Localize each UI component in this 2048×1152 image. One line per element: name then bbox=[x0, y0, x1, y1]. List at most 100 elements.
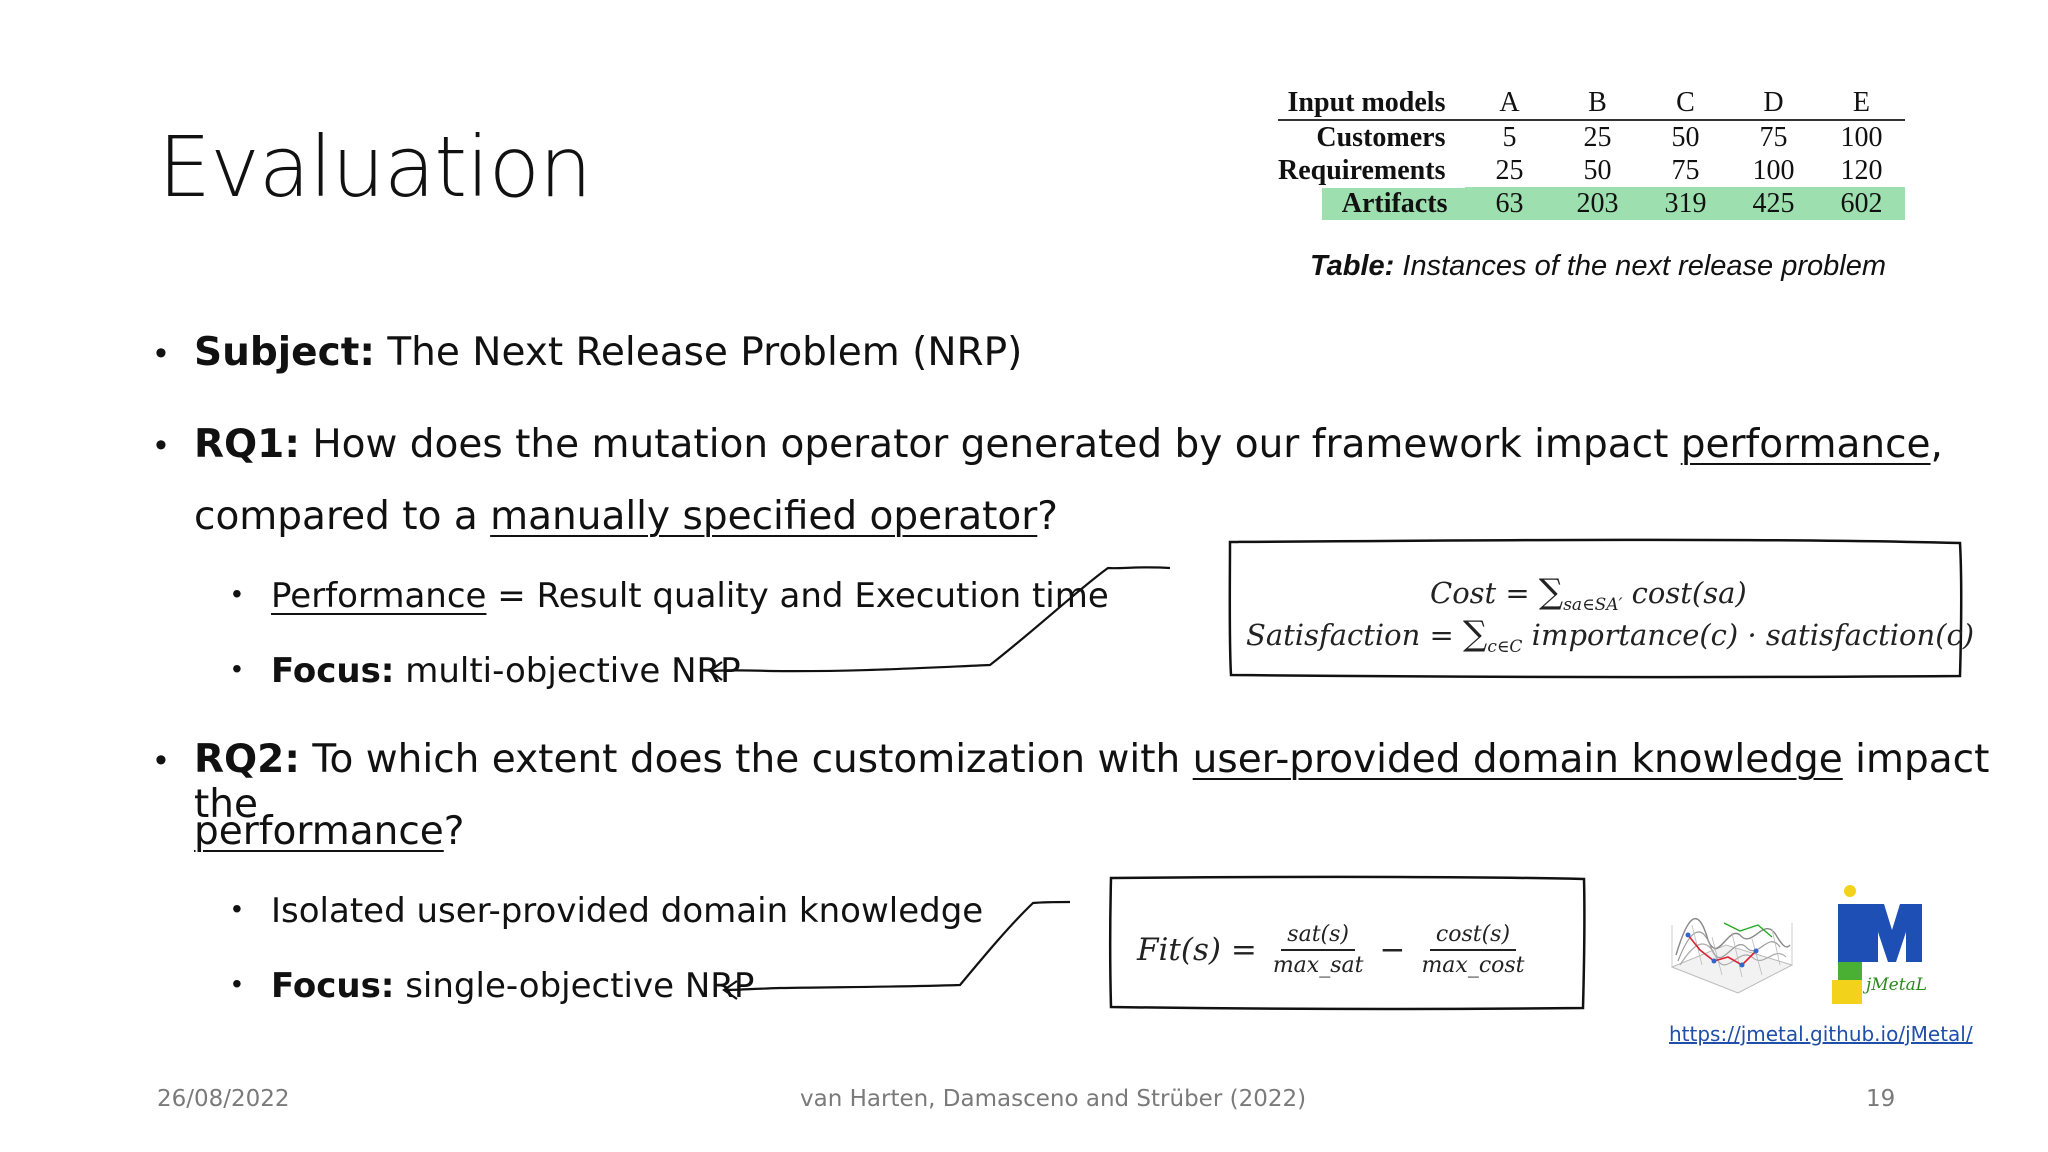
cost-subscript: sa∈SA′ bbox=[1563, 594, 1623, 615]
single-objective-formula-box bbox=[1109, 875, 1586, 1011]
cost-formula: Cost = ∑sa∈SA′ cost(sa) bbox=[1430, 572, 1747, 615]
focus-text: multi-objective NRP bbox=[394, 651, 741, 691]
arrow-to-single-objective bbox=[724, 900, 1071, 992]
bullet-rq2-line2: performance? bbox=[194, 809, 464, 854]
bullet-rq2-line1: RQ2: To which extent does the customizat… bbox=[194, 737, 2048, 827]
footer-page-number: 19 bbox=[1866, 1086, 1896, 1112]
table-cell: 425 bbox=[1729, 187, 1818, 220]
bullet-rq1-line2: compared to a manually specified operato… bbox=[194, 494, 1058, 539]
footer-authors: van Harten, Damasceno and Strüber (2022) bbox=[800, 1086, 1307, 1112]
sub-bullet-dot: • bbox=[232, 968, 242, 999]
rq2-text-cont: impact the bbox=[194, 737, 1990, 827]
satisfaction-formula: Satisfaction = ∑c∈C importance(c) · sati… bbox=[1246, 614, 1974, 657]
table-row: Customers 5 25 50 75 100 bbox=[1278, 120, 1905, 154]
table-cell: 25 bbox=[1495, 154, 1524, 186]
table-row-highlighted: Artifacts 63 203 319 425 602 bbox=[1278, 187, 1906, 220]
table-header-cell: E bbox=[1817, 86, 1906, 121]
rq2-text: To which extent does the customization w… bbox=[299, 737, 1193, 782]
table-cell: 100 bbox=[1752, 154, 1795, 186]
jmetal-logo-text: jMetaL bbox=[1862, 975, 1927, 995]
arrow-to-multi-objective bbox=[711, 566, 1171, 673]
table-row-label: Requirements bbox=[1278, 154, 1446, 186]
fraction-denominator: max_cost bbox=[1421, 953, 1525, 978]
fitness-formula: Fit(s) = sat(s) max_sat − cost(s) max_co… bbox=[1137, 922, 1531, 978]
table-header-cell: Input models bbox=[1278, 86, 1466, 121]
footer-date: 26/08/2022 bbox=[157, 1086, 290, 1112]
sub-bullet-dot: • bbox=[232, 653, 242, 684]
table-cell: 75 bbox=[1671, 154, 1700, 186]
jmetal-logo: jMetaL bbox=[1832, 885, 1927, 1004]
bullet-rq1-line1: RQ1: How does the mutation operator gene… bbox=[194, 422, 1943, 467]
rq2-sub-focus: Focus: single-objective NRP bbox=[271, 966, 754, 1006]
table-row-label: Artifacts bbox=[1321, 187, 1466, 220]
fraction-denominator: max_sat bbox=[1272, 953, 1364, 978]
sub-bullet-dot: • bbox=[232, 893, 242, 924]
table-cell: 50 bbox=[1583, 154, 1612, 186]
fitness-lhs: Fit(s) = bbox=[1137, 932, 1257, 968]
focus-label: Focus: bbox=[271, 966, 395, 1006]
rq1-performance-term: performance bbox=[1680, 422, 1931, 467]
rq2-performance-term: performance bbox=[194, 809, 444, 854]
fraction-sat: sat(s) max_sat bbox=[1267, 922, 1370, 978]
bullet-dot: • bbox=[155, 741, 167, 779]
arrowhead-icon bbox=[722, 980, 738, 1000]
table-cell: 203 bbox=[1553, 187, 1642, 220]
satisfaction-lhs: Satisfaction = bbox=[1246, 618, 1464, 652]
rq2-domain-knowledge-term: user-provided domain knowledge bbox=[1192, 737, 1843, 782]
table-row-label: Customers bbox=[1316, 121, 1446, 153]
cost-lhs: Cost = bbox=[1430, 576, 1539, 610]
performance-term: Performance bbox=[271, 576, 487, 616]
fraction-numerator: sat(s) bbox=[1281, 922, 1355, 951]
table-cell: 25 bbox=[1583, 121, 1612, 153]
fraction-cost: cost(s) max_cost bbox=[1415, 922, 1530, 978]
bullet-dot: • bbox=[155, 426, 167, 464]
rq1-question-mark: ? bbox=[1037, 494, 1058, 539]
sum-symbol: ∑ bbox=[1538, 572, 1564, 612]
rq1-text-cont: compared to a bbox=[194, 494, 491, 539]
table-header-row: Input models A B C D E bbox=[1278, 86, 1906, 121]
satisfaction-rhs: importance(c) · satisfaction(c) bbox=[1522, 618, 1975, 652]
table-cell: 602 bbox=[1817, 187, 1906, 220]
table-cell: 75 bbox=[1759, 121, 1788, 153]
instances-table: Input models A B C D E Customers 5 25 50… bbox=[1278, 86, 1906, 220]
table-header-cell: B bbox=[1553, 86, 1642, 121]
jmetal-link[interactable]: https://jmetal.github.io/jMetal/ bbox=[1669, 1022, 1973, 1046]
table-cell: 50 bbox=[1671, 121, 1700, 153]
rq1-text: How does the mutation operator generated… bbox=[299, 422, 1681, 467]
rq1-comma: , bbox=[1930, 422, 1943, 467]
bullet-subject: Subject: The Next Release Problem (NRP) bbox=[194, 330, 1022, 375]
rq2-question-mark: ? bbox=[443, 809, 465, 854]
subject-text: The Next Release Problem (NRP) bbox=[374, 330, 1023, 375]
focus-text: single-objective NRP bbox=[394, 966, 755, 1006]
caption-label: Table: bbox=[1310, 250, 1395, 282]
bullet-dot: • bbox=[155, 334, 167, 372]
table-cell: 319 bbox=[1641, 187, 1730, 220]
table-caption: Table: Instances of the next release pro… bbox=[1310, 250, 1886, 283]
table-header-cell: C bbox=[1641, 86, 1730, 121]
arrowhead-icon bbox=[708, 661, 723, 681]
table-cell: 100 bbox=[1840, 121, 1883, 153]
subject-label: Subject: bbox=[194, 330, 375, 375]
rq1-manual-operator-term: manually specified operator bbox=[490, 494, 1038, 539]
minus-sign: − bbox=[1379, 932, 1406, 968]
table-header-cell: A bbox=[1465, 86, 1554, 121]
table-cell: 5 bbox=[1502, 121, 1517, 153]
fraction-numerator: cost(s) bbox=[1429, 922, 1517, 951]
caption-text: Instances of the next release problem bbox=[1394, 250, 1886, 282]
satisfaction-subscript: c∈C bbox=[1487, 636, 1523, 657]
slide-title: Evaluation bbox=[158, 118, 592, 216]
focus-label: Focus: bbox=[271, 651, 395, 691]
rq1-sub-performance: Performance = Result quality and Executi… bbox=[271, 576, 1109, 616]
multi-objective-formula-box bbox=[1228, 538, 1963, 679]
sub-bullet-dot: • bbox=[232, 578, 242, 609]
rq2-sub-isolated: Isolated user-provided domain knowledge bbox=[271, 891, 984, 931]
table-cell: 120 bbox=[1840, 154, 1883, 186]
table-row: Requirements 25 50 75 100 120 bbox=[1278, 154, 1905, 187]
rq2-label: RQ2: bbox=[194, 737, 300, 782]
cost-rhs: cost(sa) bbox=[1622, 576, 1747, 610]
performance-definition: = Result quality and Execution time bbox=[486, 576, 1109, 616]
rq1-label: RQ1: bbox=[194, 422, 300, 467]
surface-plot-image bbox=[1670, 917, 1794, 994]
table-header-cell: D bbox=[1729, 86, 1818, 121]
